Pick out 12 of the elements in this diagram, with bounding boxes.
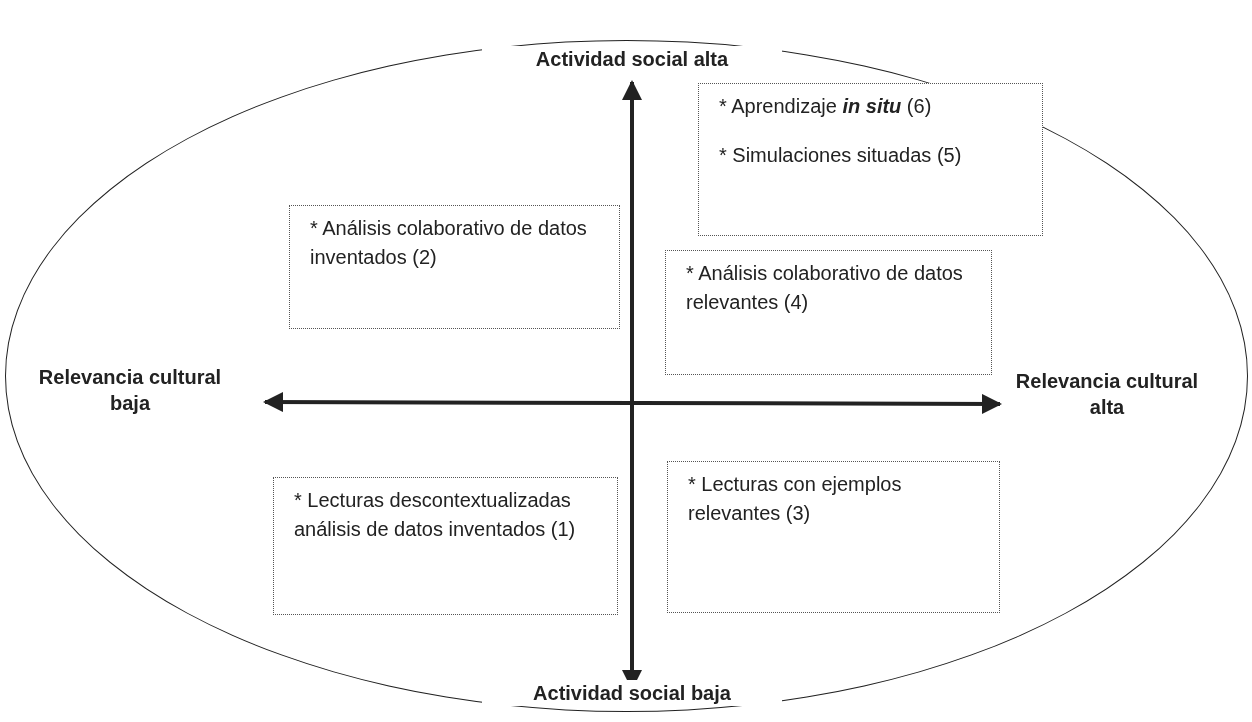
item-text: * Aprendizaje in situ (6) (719, 94, 933, 119)
item-text: * Lecturas descontextualizadas análisis de datos inventados (1) (294, 488, 577, 542)
item-text: * Lecturas con ejemplos relevantes (3) (688, 472, 903, 526)
text-box (273, 477, 618, 615)
text-box (665, 250, 992, 375)
text-box (698, 83, 1043, 236)
axis-label: Actividad social baja (482, 680, 782, 706)
item-text: * Análisis colaborativo de datos inventados (2) (310, 216, 588, 270)
item-text: * Simulaciones situadas (5) (719, 143, 963, 168)
text-box (289, 205, 620, 329)
text-box (667, 461, 1000, 613)
item-text: * Análisis colaborativo de datos relevantes (4) (686, 261, 964, 315)
